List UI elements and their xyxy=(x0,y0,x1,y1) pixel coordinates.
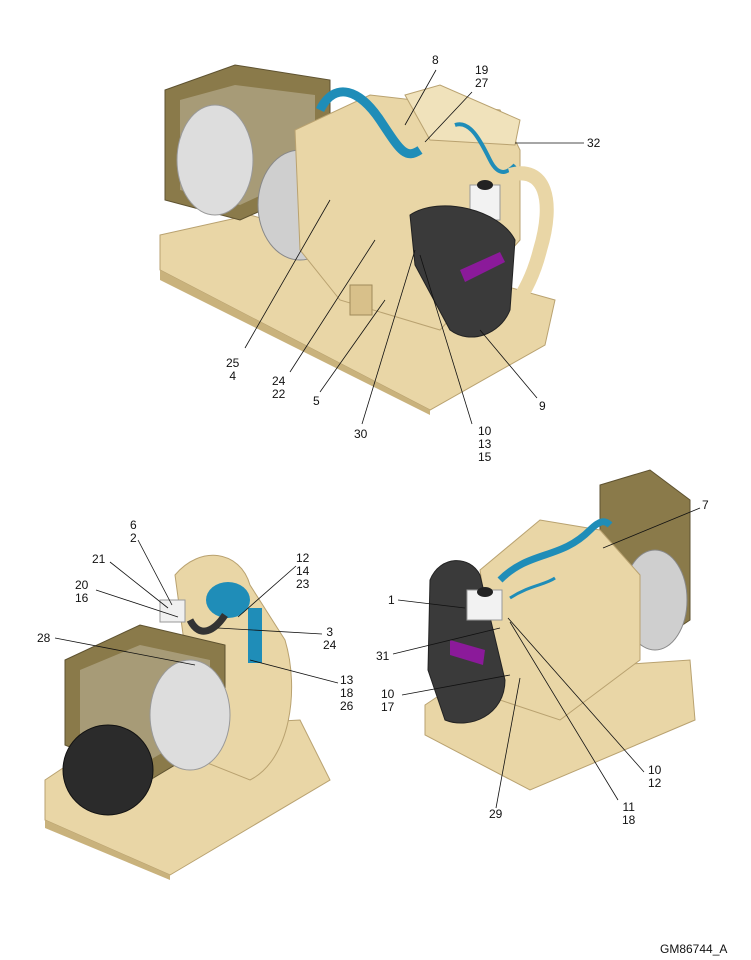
callout-number: 7 xyxy=(702,498,709,512)
callout-number: 17 xyxy=(381,700,395,714)
callout-number: 13 xyxy=(340,673,354,687)
callout-number: 8 xyxy=(432,53,439,67)
callout-1: 1 xyxy=(388,594,395,607)
callout-31: 31 xyxy=(376,650,389,663)
callout-28: 28 xyxy=(37,632,50,645)
callout-number: 18 xyxy=(340,686,354,700)
callout-number: 4 xyxy=(229,369,237,383)
callout-number: 11 xyxy=(622,800,635,814)
callout-number: 10 xyxy=(648,763,662,777)
callout-number: 20 xyxy=(75,578,89,592)
callout-number: 9 xyxy=(539,399,546,413)
callout-7: 7 xyxy=(702,499,709,512)
callout-number: 31 xyxy=(376,649,390,663)
callout-8: 8 xyxy=(432,54,439,67)
right-leader-lines xyxy=(392,507,701,809)
callout-number: 5 xyxy=(313,394,320,408)
callout-21: 21 xyxy=(92,553,105,566)
callout-number: 6 xyxy=(130,518,137,532)
callout-number: 28 xyxy=(37,631,51,645)
callout-number: 12 xyxy=(296,551,310,565)
callout-number: 30 xyxy=(354,427,368,441)
callout-number: 23 xyxy=(296,577,310,591)
callout-number: 21 xyxy=(92,552,106,566)
callout-number: 27 xyxy=(475,76,489,90)
top-leader-lines xyxy=(244,69,584,425)
callout-number: 10 xyxy=(381,687,395,701)
callout-number: 25 xyxy=(226,356,240,370)
figure-id: GM86744_A xyxy=(660,942,728,956)
callout-number: 24 xyxy=(323,638,337,652)
callout-number: 10 xyxy=(478,424,492,438)
callout-number: 16 xyxy=(75,591,89,605)
callout-number: 1 xyxy=(388,593,395,607)
callout-number: 26 xyxy=(340,699,354,713)
left-engine-illustration xyxy=(44,554,331,880)
callout-number: 12 xyxy=(648,776,662,790)
callout-number: 3 xyxy=(326,625,334,639)
callout-number: 19 xyxy=(475,63,489,77)
left-leader-lines xyxy=(54,539,339,684)
callout-number: 18 xyxy=(622,813,636,827)
callout-30: 30 xyxy=(354,428,367,441)
callout-number: 29 xyxy=(489,807,503,821)
callout-number: 2 xyxy=(130,531,137,545)
callout-9: 9 xyxy=(539,400,546,413)
callout-number: 13 xyxy=(478,437,492,451)
callout-32: 32 xyxy=(587,137,600,150)
callout-5: 5 xyxy=(313,395,320,408)
callout-number: 15 xyxy=(478,450,492,464)
callout-29: 29 xyxy=(489,808,502,821)
right-engine-illustration xyxy=(424,469,696,791)
top-engine-illustration xyxy=(159,64,556,415)
callout-number: 22 xyxy=(272,387,286,401)
callout-number: 32 xyxy=(587,136,601,150)
callout-number: 14 xyxy=(296,564,310,578)
callout-number: 24 xyxy=(272,374,286,388)
